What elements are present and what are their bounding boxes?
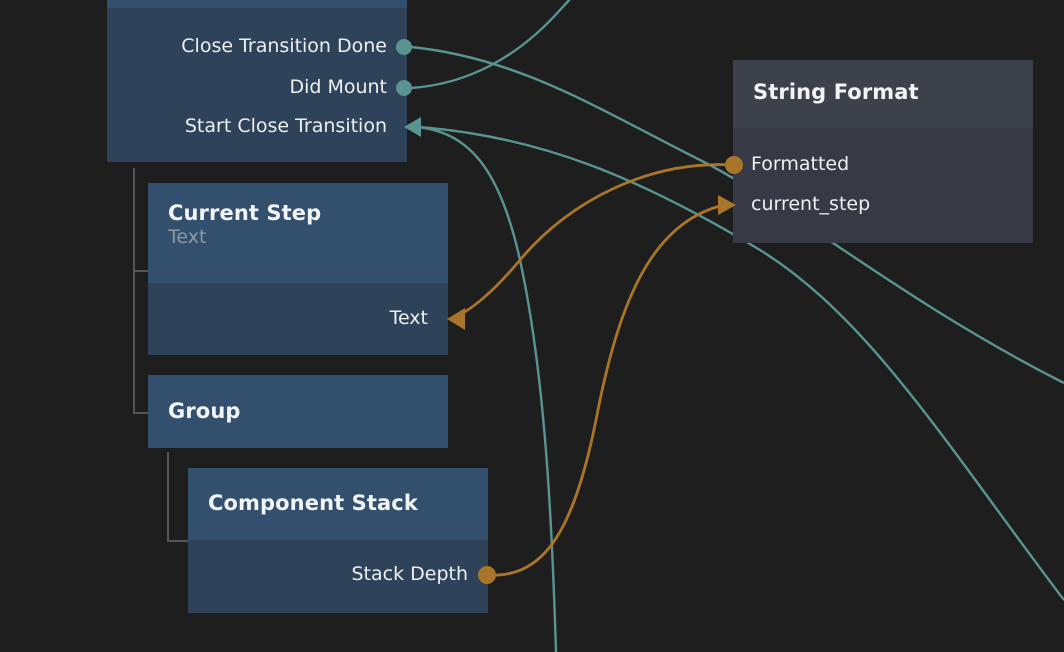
tree-connector-modal-children-vertical	[133, 168, 135, 412]
node-component-stack-title: Component Stack	[208, 491, 418, 515]
tree-connector-modal-children-stub-1	[133, 412, 148, 414]
node-component-stack[interactable]: Component Stack	[188, 468, 488, 613]
node-string-format-title: String Format	[753, 80, 919, 104]
node-current-step[interactable]: Current Step Text	[148, 183, 448, 355]
node-modal-header	[107, 0, 407, 8]
node-modal-body	[107, 8, 407, 162]
node-current-step-title: Current Step	[168, 201, 322, 225]
port-label-formatted[interactable]: Formatted	[751, 153, 850, 175]
port-label-stack-depth[interactable]: Stack Depth	[351, 563, 468, 585]
node-group-title: Group	[168, 399, 241, 423]
tree-connector-group-children-stub-0	[167, 540, 188, 542]
node-component-stack-header: Component Stack	[188, 468, 488, 540]
tree-connector-group-children-vertical	[167, 452, 169, 540]
node-string-format-body	[733, 128, 1033, 243]
node-group-header: Group	[148, 375, 448, 448]
tree-connector-modal-children-stub-0	[133, 270, 148, 272]
port-label-current-step[interactable]: current_step	[751, 193, 871, 215]
node-component-stack-body	[188, 540, 488, 613]
node-string-format-header: String Format	[733, 60, 1033, 128]
port-label-text[interactable]: Text	[389, 307, 428, 329]
port-label-start-close-transition[interactable]: Start Close Transition	[184, 115, 387, 137]
node-modal[interactable]	[107, 0, 407, 162]
node-string-format[interactable]: String Format	[733, 60, 1033, 243]
node-current-step-header: Current Step Text	[148, 183, 448, 283]
port-label-did-mount[interactable]: Did Mount	[289, 76, 387, 98]
node-current-step-subtitle: Text	[168, 226, 207, 248]
node-current-step-body	[148, 283, 448, 355]
port-label-close-transition-done[interactable]: Close Transition Done	[181, 35, 387, 57]
node-group[interactable]: Group	[148, 375, 448, 448]
